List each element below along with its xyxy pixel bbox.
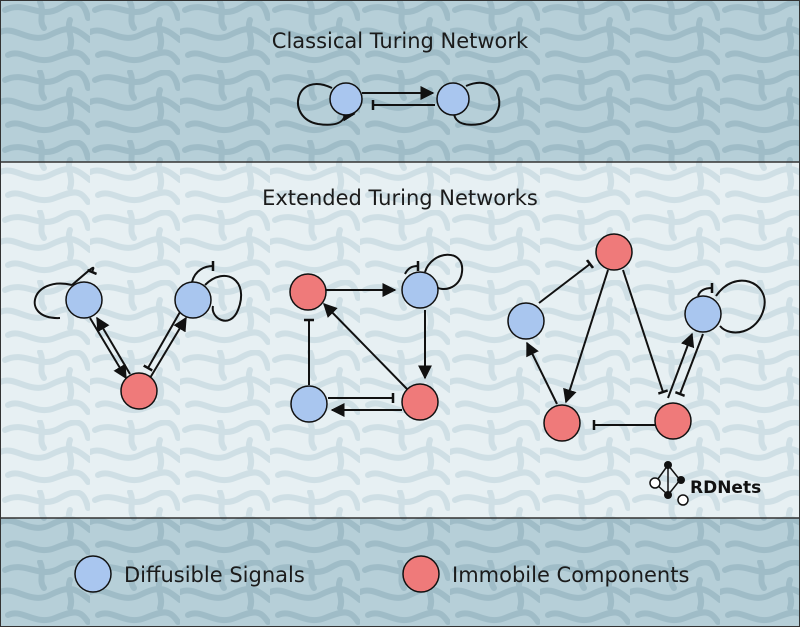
immobile-node [401,383,439,421]
diffusible-node [174,281,212,319]
rdnets-logo-icon [649,461,689,506]
inhibition-edge [538,259,595,304]
immobile-node [543,404,581,442]
classical-section-background [0,0,800,162]
legend-label-immobile: Immobile Components [452,563,689,587]
activation-edge [667,332,695,399]
diffusible-node [329,82,363,116]
immobile-swatch [402,555,440,593]
activation-edge [526,341,558,405]
self-inhibition-edge [33,282,73,320]
self-inhibition-edge-head [697,282,714,297]
rdnets-logo: RDNets [649,461,761,506]
diffusible-node [290,385,328,423]
legend-section-background [0,518,800,627]
extended-network-2 [289,253,464,423]
immobile-node [289,273,327,311]
activation-edge [149,316,187,379]
activation-edge [89,317,127,380]
immobile-node [595,233,633,271]
activation-edge [563,269,609,404]
extended-network-1 [33,260,243,410]
self-activation-edge [296,83,356,126]
inhibition-edge [674,333,704,397]
extended-network-3 [507,233,766,442]
activation-edge [323,302,409,391]
legend-item-diffusible: Diffusible Signals [74,555,305,593]
inhibition-edge [143,311,181,372]
extended-section-background [0,162,800,518]
diffusible-node [684,295,722,333]
self-inhibition-edge-head [191,260,215,283]
diffusible-node [401,271,439,309]
activation-edge [96,316,131,375]
rdnets-brand-text: RDNets [690,478,761,498]
legend: Diffusible Signals Immobile Components [74,555,689,593]
classical-network [296,81,501,126]
immobile-node [654,402,692,440]
self-inhibition-edge-head [404,260,420,275]
diffusible-node [436,82,470,116]
immobile-node [120,372,158,410]
diffusible-swatch [74,555,112,593]
self-inhibition-edge-head [71,266,98,286]
legend-label-diffusible: Diffusible Signals [124,563,305,587]
classical-title: Classical Turing Network [272,29,529,53]
inhibition-edge [622,269,669,395]
self-inhibition-edge [204,274,243,322]
self-inhibition-edge [424,253,464,290]
diffusible-node [507,302,545,340]
diffusible-node [65,281,103,319]
extended-title: Extended Turing Networks [262,186,538,210]
self-inhibition-edge [451,81,501,126]
self-inhibition-edge [715,279,766,334]
legend-item-immobile: Immobile Components [402,555,689,593]
